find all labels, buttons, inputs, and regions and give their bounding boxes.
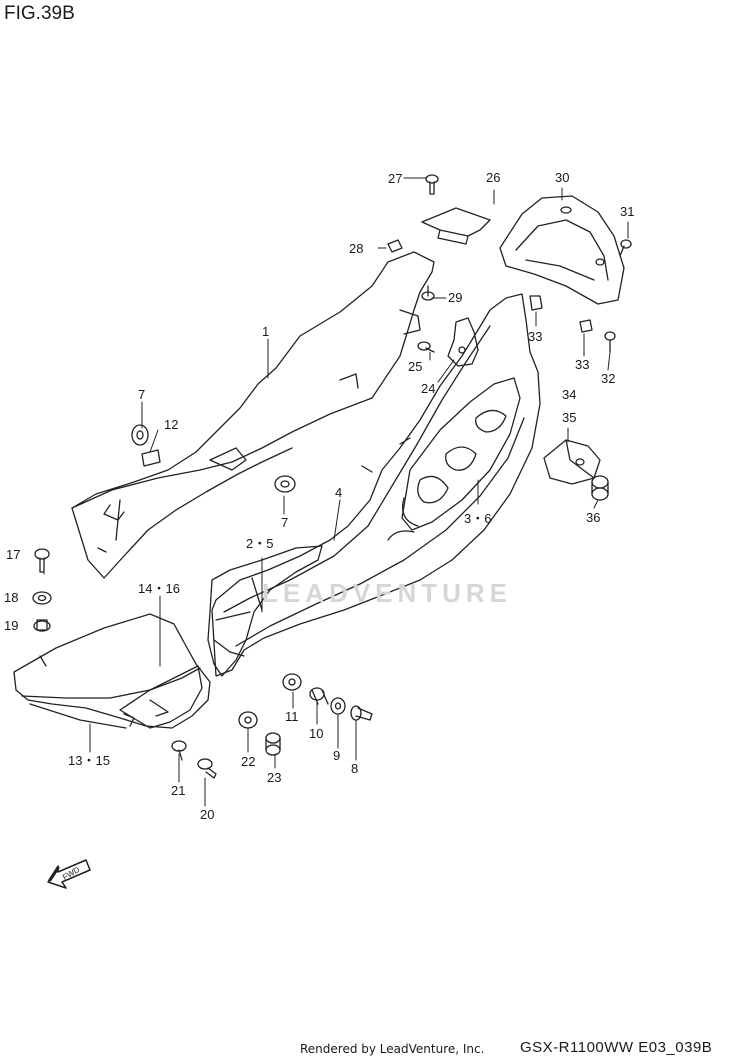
callout-11: 11 [285, 709, 299, 724]
callout-4: 4 [335, 485, 343, 500]
callout-26: 26 [486, 170, 501, 185]
callout-14-16: 14・16 [138, 581, 180, 596]
screw-part-29 [422, 286, 434, 300]
callout-21: 21 [171, 783, 186, 798]
nut-part-33-b [580, 320, 592, 332]
screw-part-31 [620, 240, 631, 256]
screw-part-17 [35, 549, 49, 572]
screw-part-32 [605, 332, 615, 352]
callout-27: 27 [388, 171, 403, 186]
bracket-part-24 [448, 318, 478, 366]
callout-31: 31 [620, 204, 635, 219]
callout-2-5: 2・5 [246, 536, 274, 551]
grommet-part-11 [283, 674, 301, 690]
callout-34: 34 [562, 387, 577, 402]
seat-tail-cover-part-4 [212, 294, 540, 676]
callout-23: 23 [267, 770, 282, 785]
washer-part-18 [33, 592, 51, 604]
washer-part-9 [331, 698, 345, 714]
leader-lines [44, 178, 628, 806]
spacer-part-10 [310, 688, 328, 704]
lower-cover-inner-part-14-16 [120, 666, 202, 728]
callout-7-a: 7 [138, 387, 146, 402]
callout-24: 24 [421, 381, 436, 396]
trim-part-12 [142, 450, 160, 466]
forward-arrow-icon [48, 860, 90, 888]
callout-30: 30 [555, 170, 570, 185]
callout-8: 8 [351, 761, 359, 776]
lower-cover-part-13-15 [14, 614, 210, 728]
callout-25: 25 [408, 359, 423, 374]
figure-title: FIG.39B [4, 3, 75, 24]
nut-part-33-a [530, 296, 542, 310]
callout-9: 9 [333, 748, 341, 763]
callout-32: 32 [601, 371, 616, 386]
callout-3-6: 3・6 [464, 511, 492, 526]
callout-10: 10 [309, 726, 324, 741]
callout-13-15: 13・15 [68, 753, 110, 768]
collar-part-19 [34, 620, 50, 631]
callout-7-b: 7 [281, 515, 289, 530]
grab-handle-part-30 [500, 196, 624, 304]
clip-part-28 [388, 240, 402, 252]
callout-35: 35 [562, 410, 577, 425]
callout-12: 12 [164, 417, 179, 432]
damper-part-34-35 [544, 440, 600, 484]
grommet-part-7-a [132, 425, 148, 445]
callout-19: 19 [4, 618, 19, 633]
bolt-part-8 [351, 706, 372, 720]
callout-28: 28 [349, 241, 364, 256]
footer-credit: Rendered by LeadVenture, Inc. [300, 1042, 485, 1056]
callout-33-a: 33 [528, 329, 543, 344]
collar-part-36 [592, 476, 608, 500]
emblem-part-3-6 [388, 378, 520, 540]
screw-part-20 [198, 759, 216, 778]
screw-part-21 [172, 741, 186, 760]
callout-22: 22 [241, 754, 256, 769]
frame-cover-part-1 [72, 252, 434, 578]
callout-1: 1 [262, 324, 270, 339]
screw-part-27 [426, 175, 438, 194]
screw-part-25 [418, 342, 434, 352]
grommet-part-22 [239, 712, 257, 728]
plate-part-26 [422, 208, 490, 244]
footer-code: GSX-R1100WW E03_039B [520, 1039, 713, 1056]
callout-33-b: 33 [575, 357, 590, 372]
callout-18: 18 [4, 590, 19, 605]
grommet-part-7-b [275, 476, 295, 492]
callout-36: 36 [586, 510, 601, 525]
spacer-part-23 [266, 733, 280, 755]
callout-20: 20 [200, 807, 215, 822]
callout-29: 29 [448, 290, 463, 305]
callout-17: 17 [6, 547, 21, 562]
watermark: LEADVENTURE [262, 578, 513, 608]
